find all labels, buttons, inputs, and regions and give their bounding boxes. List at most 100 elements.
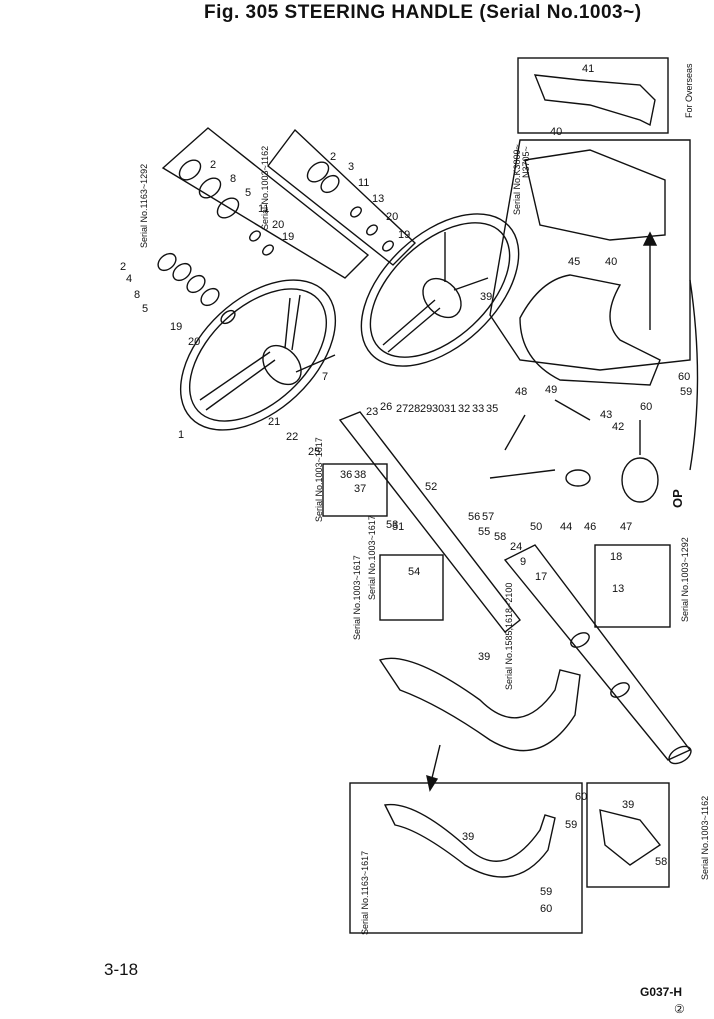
part-label: 22 xyxy=(286,431,298,443)
caption-1163-1617: Serial No.1163~1617 xyxy=(360,851,370,935)
inset-box-1003-1162 xyxy=(586,782,670,888)
steering-wheel-left xyxy=(179,279,337,431)
part-label: 8 xyxy=(134,289,140,301)
part-label: 35 xyxy=(486,403,498,415)
steering-shaft xyxy=(503,544,692,761)
caption-1003-1617-b: Serial No.1003~1617 xyxy=(367,515,377,600)
figure-title: Fig. 305 STEERING HANDLE (Serial No.1003… xyxy=(204,2,642,23)
steering-column xyxy=(338,411,521,633)
part-label: 9 xyxy=(520,556,526,568)
part-label: 26 xyxy=(380,401,392,413)
inset-box-1003-1162 xyxy=(267,128,417,266)
part-label: 13 xyxy=(372,193,384,205)
part-label: 21 xyxy=(268,416,280,428)
part-label: 11 xyxy=(258,203,269,215)
part-label: 60 xyxy=(540,903,552,915)
part-label: 49 xyxy=(545,384,557,396)
part-label: 39 xyxy=(480,291,492,303)
part-label: 40 xyxy=(605,256,617,268)
part-label: 17 xyxy=(535,571,547,583)
part-label: 60 xyxy=(640,401,652,413)
part-label: 36 xyxy=(340,469,352,481)
caption-1003-1162-b: Serial No.1003~1162 xyxy=(700,796,710,880)
part-label: 20 xyxy=(188,336,200,348)
part-label: 60 xyxy=(575,791,587,803)
caption-1003-1617-c: Serial No.1003~1617 xyxy=(352,555,362,640)
part-label: 2 xyxy=(330,151,336,163)
part-label: 23 xyxy=(366,406,378,418)
part-label: 37 xyxy=(354,483,366,495)
part-label: 53 xyxy=(386,519,398,531)
part-label: 54 xyxy=(408,566,420,578)
caption-1003-1292: Serial No.1003~1292 xyxy=(680,537,690,622)
part-label: 8 xyxy=(230,173,236,185)
column-box-39 xyxy=(524,149,666,241)
part-label: 3 xyxy=(348,161,354,173)
part-label: 31 xyxy=(444,403,456,415)
part-label: 48 xyxy=(515,386,527,398)
part-label: 59 xyxy=(540,886,552,898)
page-number: 3-18 xyxy=(104,960,139,979)
part-label: 42 xyxy=(612,421,624,433)
tilt-mechanism xyxy=(621,457,659,503)
part-label: 24 xyxy=(510,541,522,553)
caption-op: OP xyxy=(670,489,685,508)
part-label: 39 xyxy=(622,799,634,811)
part-label: 5 xyxy=(142,303,148,315)
bracket-38-small xyxy=(599,809,662,866)
part-label: 2 xyxy=(120,261,126,273)
inset-box-k3809 xyxy=(489,139,691,371)
part-label: 43 xyxy=(600,409,612,421)
overseas-box xyxy=(517,57,669,134)
part-label: 51 xyxy=(392,521,404,533)
part-label: 20 xyxy=(272,219,284,231)
caption-overseas: For Overseas xyxy=(684,63,694,118)
part-label: 13 xyxy=(612,583,624,595)
part-label: 28 xyxy=(408,403,420,415)
part-label: 29 xyxy=(420,403,432,415)
caption-1003-1162: Serial No.1003~1162 xyxy=(260,146,270,230)
part-label: 38 xyxy=(354,469,366,481)
part-label: 30 xyxy=(432,403,444,415)
document-code: G037-H xyxy=(640,985,683,999)
part-label: 7 xyxy=(322,371,328,383)
part-label: 39 xyxy=(478,651,490,663)
bracket-38-lower xyxy=(383,803,556,878)
inset-box-17-18 xyxy=(594,544,671,628)
part-label: 33 xyxy=(472,403,484,415)
part-label: 57 xyxy=(482,511,494,523)
part-label: 40 xyxy=(550,126,562,138)
part-label: 4 xyxy=(126,273,132,285)
part-label: 58 xyxy=(655,856,667,868)
part-label: 11 xyxy=(358,177,369,189)
part-label: 18 xyxy=(610,551,622,563)
part-label: 56 xyxy=(468,511,480,523)
inset-box-35-37 xyxy=(322,463,388,517)
part-label: 5 xyxy=(245,187,251,199)
part-label: 19 xyxy=(398,229,410,241)
part-label: 58 xyxy=(494,531,506,543)
part-label: 47 xyxy=(620,521,632,533)
part-label: 50 xyxy=(530,521,542,533)
part-label: 39 xyxy=(462,831,474,843)
caption-n3705: N3705~ xyxy=(521,146,531,178)
inset-box-51 xyxy=(379,554,444,621)
part-label: 25 xyxy=(308,446,320,458)
part-label: 20 xyxy=(386,211,398,223)
part-label: 59 xyxy=(680,386,692,398)
part-label: 41 xyxy=(582,63,594,75)
steering-wheel-right xyxy=(360,213,520,367)
part-label: 1 xyxy=(178,429,184,441)
caption-1163-1292: Serial No.1163~1292 xyxy=(139,164,149,248)
part-label: 52 xyxy=(425,481,437,493)
bracket-40 xyxy=(533,74,656,127)
part-label: 55 xyxy=(478,526,490,538)
console-cover-39 xyxy=(519,274,661,386)
caption-k3809: Serial No.K3809~ xyxy=(512,144,522,215)
part-label: 19 xyxy=(170,321,182,333)
part-label: 2 xyxy=(210,159,216,171)
caption-1585: Serial No.1585,1618~2100 xyxy=(504,583,514,690)
part-label: 44 xyxy=(560,521,572,533)
part-label: 32 xyxy=(458,403,470,415)
